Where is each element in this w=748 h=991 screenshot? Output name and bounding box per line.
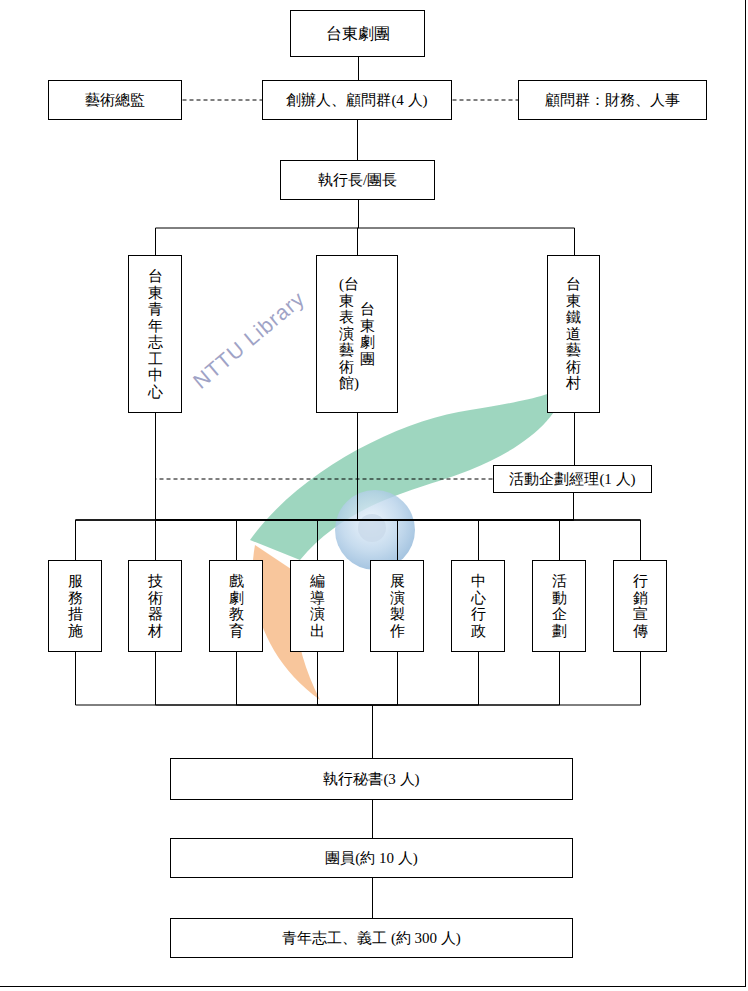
- org-connector: [76, 652, 373, 758]
- org-box: 藝術總監: [48, 80, 182, 120]
- box-label: 中心行政: [471, 573, 486, 639]
- org-connector: [156, 413, 398, 560]
- org-connector: [318, 493, 574, 560]
- box-label: 活動企劃經理(1 人): [509, 470, 635, 488]
- box-label: 藝術總監: [85, 91, 145, 109]
- org-connector: [76, 413, 156, 560]
- watermark-text: NTTU Library: [188, 286, 309, 393]
- box-label: 執行長/團長: [318, 171, 397, 189]
- org-connector: [359, 200, 575, 255]
- box-label: (台東表演藝術館): [339, 276, 354, 392]
- unit-column-box: 行銷宣傳: [613, 560, 667, 652]
- dashed-connector: [183, 100, 263, 101]
- box-label: 服務措施: [68, 573, 83, 639]
- box-label: 行銷宣傳: [633, 573, 648, 639]
- org-box: 活動企劃經理(1 人): [493, 465, 652, 493]
- unit-column-box: 活動企劃: [532, 560, 586, 652]
- org-connector: [156, 413, 641, 560]
- unit-column-box: 中心行政: [451, 560, 505, 652]
- org-box: 執行長/團長: [280, 160, 435, 200]
- org-box: 團員(約 10 人): [170, 838, 573, 878]
- org-connector: [574, 413, 575, 465]
- org-connector: [237, 652, 373, 758]
- org-connector: [156, 200, 359, 255]
- org-connector: [358, 413, 479, 560]
- org-connector: [156, 652, 373, 758]
- box-label: 台東劇團: [326, 24, 390, 43]
- org-connector: [358, 413, 398, 560]
- org-connector: [398, 493, 574, 560]
- unit-column-box: 台東鐵道藝術村: [547, 255, 600, 413]
- frame-line: [0, 986, 746, 987]
- unit-column-box: 戲劇教育: [209, 560, 263, 652]
- unit-column-box: 技術器材: [128, 560, 182, 652]
- unit-column-box: 服務措施: [48, 560, 102, 652]
- logo-pupil: [358, 514, 386, 542]
- box-label: 創辦人、顧問群(4 人): [286, 91, 427, 109]
- box-label: 台東劇團: [360, 301, 375, 367]
- box-label: 戲劇教育: [229, 573, 244, 639]
- unit-column-box: 編導演出: [290, 560, 344, 652]
- org-connector: [373, 652, 641, 758]
- org-connector: [574, 493, 641, 560]
- box-label: 技術器材: [148, 573, 163, 639]
- unit-column-box: 台東劇團 (台東表演藝術館): [316, 255, 398, 413]
- box-label: 團員(約 10 人): [325, 849, 418, 867]
- org-box: 青年志工、義工 (約 300 人): [170, 918, 573, 958]
- box-label: 顧問群：財務、人事: [545, 91, 680, 109]
- org-connector: [358, 57, 359, 80]
- box-label: 活動企劃: [552, 573, 567, 639]
- logo-eye: [335, 490, 415, 570]
- org-connector: [76, 413, 358, 560]
- box-label: 執行秘書(3 人): [323, 770, 419, 788]
- unit-column-box: 展演製作: [370, 560, 424, 652]
- box-label: 編導演出: [310, 573, 325, 639]
- org-connector: [237, 493, 574, 560]
- unit-column-box: 台東青年志工中心: [128, 255, 182, 413]
- org-connector: [318, 413, 358, 560]
- org-box: 台東劇團: [290, 10, 425, 57]
- org-box: 創辦人、顧問群(4 人): [262, 80, 452, 120]
- org-connector: [76, 493, 574, 560]
- box-label: 台東青年志工中心: [148, 268, 163, 400]
- org-box: 執行秘書(3 人): [170, 758, 573, 800]
- box-label: 展演製作: [390, 573, 405, 639]
- box-label: 台東鐵道藝術村: [566, 276, 581, 392]
- dashed-connector: [156, 413, 494, 479]
- org-connector: [357, 120, 358, 160]
- org-connector: [479, 493, 574, 560]
- org-connector: [156, 413, 358, 560]
- org-connector: [156, 493, 574, 560]
- org-connector: [372, 878, 373, 918]
- org-box: 顧問群：財務、人事: [518, 80, 707, 120]
- org-connector: [156, 413, 237, 560]
- box-label: 青年志工、義工 (約 300 人): [282, 929, 461, 947]
- dashed-connector: [453, 100, 519, 101]
- org-connector: [318, 652, 373, 758]
- org-connector: [372, 800, 373, 838]
- org-connector: [237, 413, 358, 560]
- org-connector: [560, 493, 574, 560]
- frame-line: [745, 0, 746, 987]
